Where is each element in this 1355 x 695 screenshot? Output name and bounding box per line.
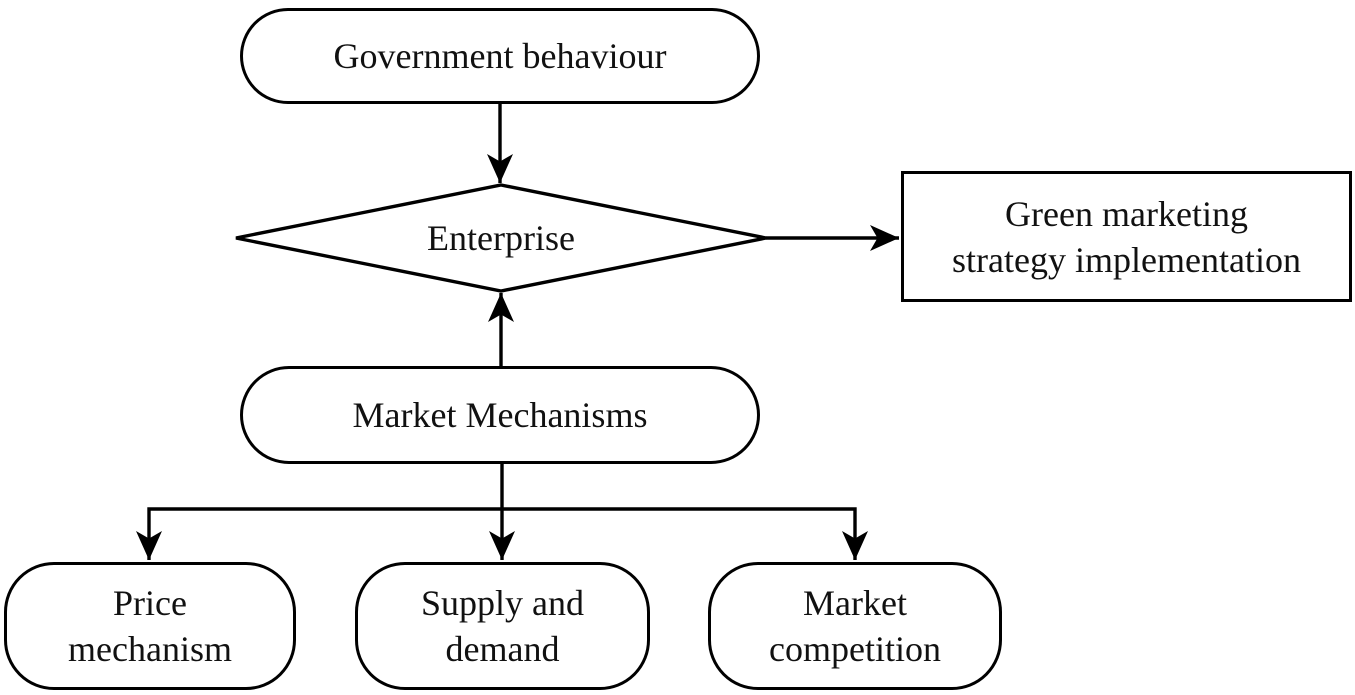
diamond-shape <box>235 183 767 293</box>
node-market-competition-line1: Market <box>803 583 907 623</box>
node-supply-and-demand: Supply and demand <box>355 562 650 690</box>
node-green-marketing-line2: strategy implementation <box>952 239 1301 280</box>
node-supply-and-demand-line2: demand <box>445 629 560 669</box>
node-market-competition: Market competition <box>708 562 1002 690</box>
node-enterprise: Enterprise <box>225 176 777 300</box>
connector-market-mechanisms-to-price-mechanism <box>136 507 502 560</box>
node-green-marketing-strategy: Green marketing strategy implementation <box>901 171 1352 302</box>
node-price-mechanism-line2: mechanism <box>68 629 232 669</box>
node-green-marketing-line1: Green marketing <box>1005 193 1248 234</box>
node-supply-and-demand-line1: Supply and <box>420 583 584 623</box>
node-price-mechanism: Price mechanism <box>4 562 296 690</box>
node-market-mechanisms: Market Mechanisms <box>240 366 760 464</box>
node-price-mechanism-line1: Price <box>113 583 187 623</box>
node-market-competition-line2: competition <box>769 629 941 669</box>
node-government-behaviour: Government behaviour <box>240 8 760 104</box>
connector-market-mechanisms-to-market-competition <box>502 507 868 560</box>
node-enterprise-label: Enterprise <box>427 218 575 258</box>
node-government-behaviour-label: Government behaviour <box>333 36 667 76</box>
node-market-mechanisms-label: Market Mechanisms <box>352 395 648 435</box>
